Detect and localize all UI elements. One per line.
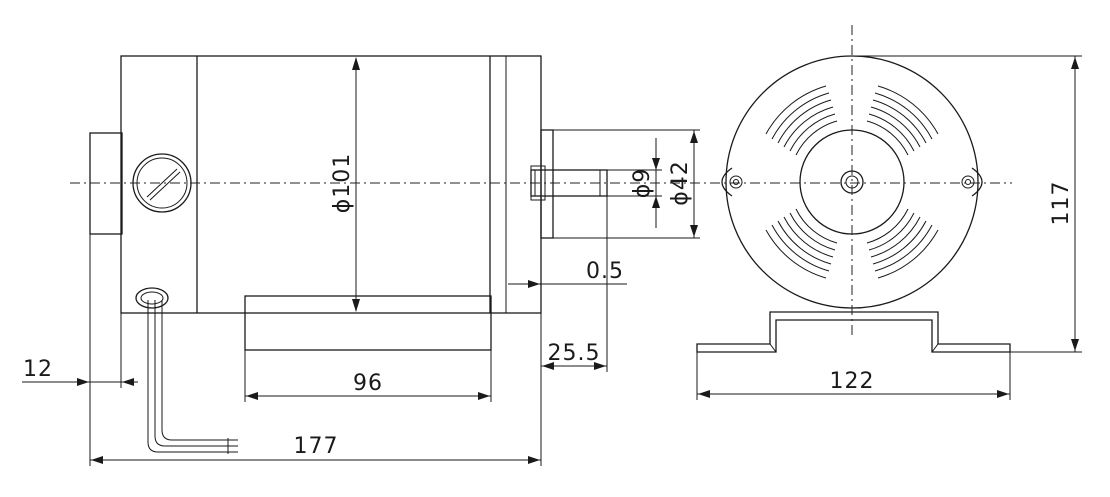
- dim-diameter-body: ϕ101: [330, 153, 355, 214]
- dim-cover-thickness: 12: [23, 357, 53, 382]
- dim-gap: 0.5: [586, 259, 624, 284]
- dim-height: 117: [1049, 181, 1074, 226]
- dimension-lines: [22, 55, 1082, 466]
- dimension-labels: ϕ101 ϕ9 ϕ42 0.5 25.5 96 177 12 122 117: [23, 153, 1074, 459]
- cable-grommet-icon: [135, 287, 169, 309]
- lead-wires: [147, 300, 238, 454]
- side-view: [70, 55, 1012, 454]
- mounting-foot: [696, 311, 1011, 353]
- mounting-ear-right: [961, 167, 983, 197]
- vent-slots: [765, 85, 939, 279]
- vent-knob-icon: [132, 153, 192, 213]
- dim-width-foot: 122: [830, 369, 875, 394]
- dim-shaft-length: 25.5: [548, 341, 601, 366]
- dim-length-base: 96: [353, 371, 383, 396]
- mounting-ear-left: [721, 167, 743, 197]
- base-strip: [244, 295, 492, 351]
- dim-diameter-shaft: ϕ9: [630, 168, 655, 199]
- front-view: [696, 25, 1011, 353]
- dim-total-length: 177: [294, 434, 339, 459]
- front-flange: [540, 129, 554, 239]
- dim-diameter-flange: ϕ42: [668, 160, 693, 206]
